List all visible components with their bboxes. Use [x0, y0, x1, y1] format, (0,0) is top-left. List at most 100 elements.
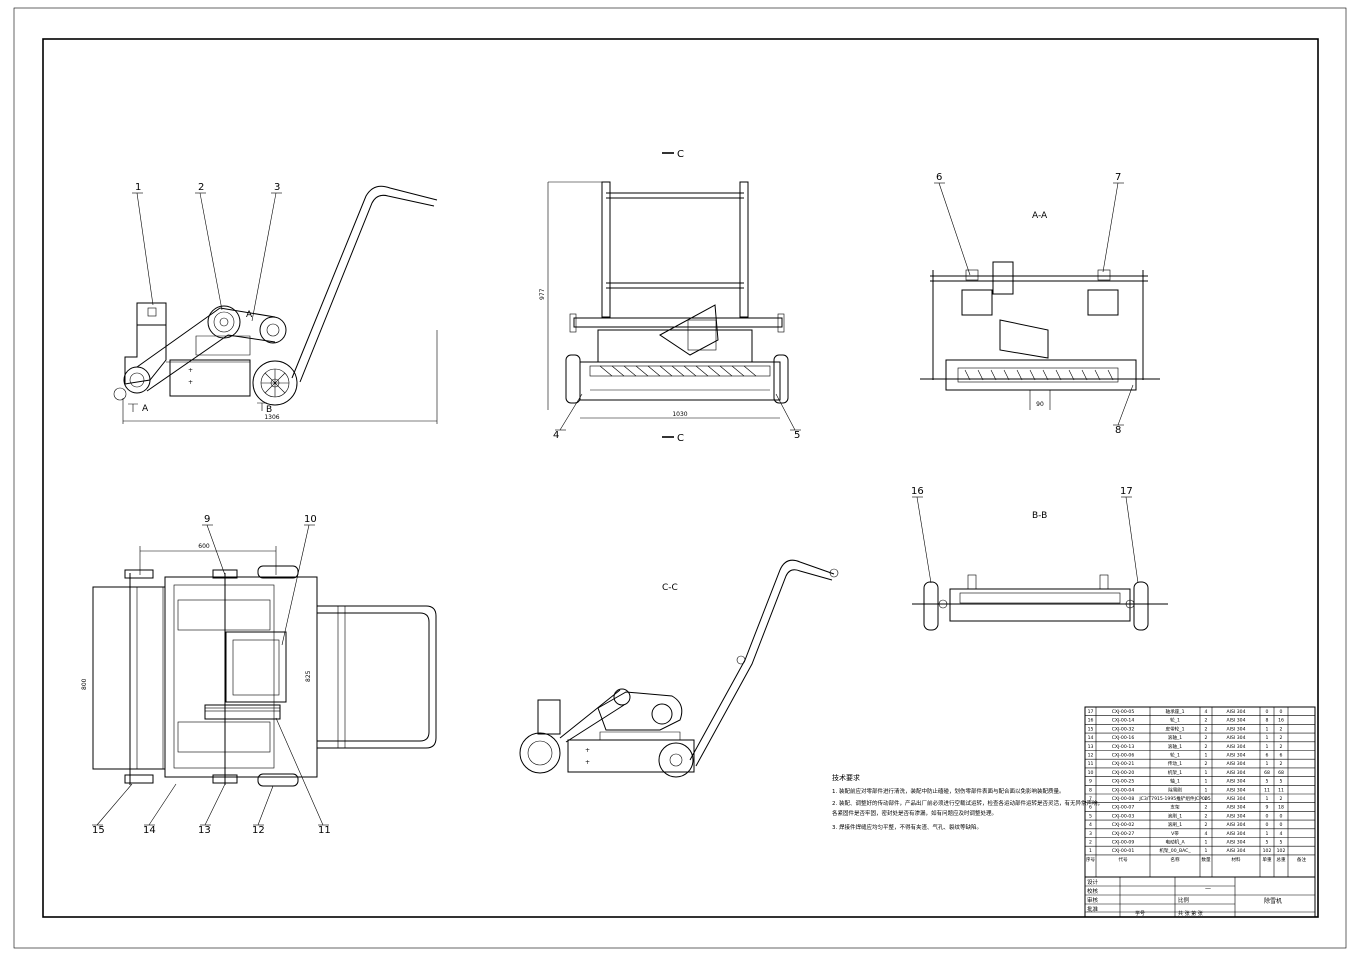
bom-cell: CXJ-00-07: [1112, 805, 1135, 811]
bom-cell: AISI 304: [1227, 805, 1246, 811]
bom-cell: AISI 304: [1227, 718, 1246, 724]
bom-cell: 1: [1205, 840, 1208, 846]
bom-cell: CXJ-00-14: [1112, 718, 1135, 724]
bom-cell: 2: [1205, 744, 1208, 750]
bom-cell: 12: [1088, 753, 1094, 759]
svg-text:设计: 设计: [1087, 878, 1099, 886]
bom-cell: 2: [1205, 726, 1208, 732]
callout-2: 2: [198, 182, 204, 193]
bom-cell: 1: [1266, 744, 1269, 750]
bom-cell: 材料: [1231, 856, 1241, 863]
svg-text:—: —: [1205, 885, 1211, 892]
bom-cell: 7: [1089, 796, 1092, 802]
bom-cell: CXJ-00-06: [1112, 753, 1135, 759]
bom-cell: 11: [1278, 787, 1284, 793]
bom-cell: AISI 304: [1227, 709, 1246, 715]
bom-cell: 2: [1280, 726, 1283, 732]
bom-cell: 数量: [1201, 856, 1211, 863]
bom-cell: 滚刷_1: [1168, 812, 1182, 819]
bom-cell: 机架_00_BAC_: [1159, 847, 1191, 854]
bom-cell: 5: [1266, 840, 1269, 846]
front-brush: [579, 361, 781, 401]
bom-cell: CXJ-00-08: [1112, 796, 1135, 802]
svg-text:比例: 比例: [1178, 896, 1190, 904]
bom-cell: 10: [1088, 770, 1094, 776]
bom-cell: 1: [1266, 796, 1269, 802]
bom-cell: 1: [1266, 761, 1269, 767]
bom-cell: 13: [1088, 744, 1094, 750]
bom-cell: 8: [1266, 718, 1269, 724]
bom-cell: 总重: [1276, 856, 1286, 863]
bom-cell: 代号: [1118, 856, 1128, 863]
svg-text:共 张 第 张: 共 张 第 张: [1178, 910, 1203, 917]
bom-cell: 1: [1266, 726, 1269, 732]
svg-text:A: A: [142, 404, 149, 414]
bom-cell: CXJ-00-25: [1112, 779, 1135, 785]
bom-cell: 轴_1: [1170, 778, 1180, 785]
bom-cell: 2: [1205, 805, 1208, 811]
bom-cell: 68: [1278, 770, 1284, 776]
bom-cell: 14: [1088, 735, 1094, 741]
bom-cell: 4: [1205, 709, 1208, 715]
bom-cell: 0: [1280, 822, 1283, 828]
svg-text:技术要求: 技术要求: [832, 773, 860, 782]
bom-cell: 6: [1280, 753, 1283, 759]
aa-brush: [945, 359, 1137, 391]
bom-cell: 9: [1089, 779, 1092, 785]
callout-15: 15: [92, 825, 105, 836]
svg-text:A: A: [246, 310, 253, 320]
bom-cell: 17: [1088, 709, 1094, 715]
svg-text:除雪机: 除雪机: [1264, 897, 1282, 905]
bom-cell: 轮_1: [1170, 717, 1180, 724]
bom-cell: AISI 304: [1227, 831, 1246, 837]
bom-cell: 1: [1205, 779, 1208, 785]
bom-cell: 除雪刷: [1168, 786, 1182, 793]
svg-text:2. 装配、调整好的传动部件，产品出厂前必须进行空载试运转，: 2. 装配、调整好的传动部件，产品出厂前必须进行空载试运转，检查各运动部件运转是…: [832, 799, 1103, 807]
bom-cell: 4: [1089, 822, 1092, 828]
front-view: 977 1030 C C: [539, 149, 789, 444]
bom-cell: 0: [1266, 822, 1269, 828]
callout-4: 4: [553, 430, 559, 441]
svg-text:批准: 批准: [1087, 905, 1099, 913]
bom-cell: 机架_1: [1168, 769, 1182, 776]
callouts-front: 4 5: [553, 393, 801, 441]
side-brush-roller: [123, 366, 151, 394]
bom-cell: 18: [1278, 805, 1284, 811]
bom-cell: 6: [1089, 805, 1092, 811]
bom-cell: 1: [1266, 831, 1269, 837]
svg-text:C-C: C-C: [662, 583, 678, 593]
bom-cell: 5: [1280, 840, 1283, 846]
bom-cell: 2: [1089, 840, 1092, 846]
bom-cell: 单重: [1262, 856, 1272, 863]
svg-text:各紧固件是否牢固，密封处是否有渗漏，如有问题应及时调整处理。: 各紧固件是否牢固，密封处是否有渗漏，如有问题应及时调整处理。: [832, 809, 997, 817]
svg-text:C: C: [677, 433, 684, 444]
svg-text:3. 焊接件焊缝应均匀平整，不得有夹渣、气孔、裂纹等缺陷。: 3. 焊接件焊缝应均匀平整，不得有夹渣、气孔、裂纹等缺陷。: [832, 823, 982, 831]
bom-cell: AISI 304: [1227, 787, 1246, 793]
callout-10: 10: [304, 514, 317, 525]
bom-cell: 0: [1266, 813, 1269, 819]
bom-cell: 8: [1089, 787, 1092, 793]
callout-9: 9: [204, 514, 210, 525]
bom-cell: AISI 304: [1227, 726, 1246, 732]
bom-cell: 1: [1266, 735, 1269, 741]
section-bb-view: B-B: [912, 511, 1168, 631]
bom-cell: 2: [1205, 822, 1208, 828]
callouts-side: 1 2 3: [132, 182, 282, 322]
callout-3: 3: [274, 182, 280, 193]
svg-text:1030: 1030: [672, 411, 687, 418]
bom-cell: CXJ-00-20: [1112, 770, 1135, 776]
bom-cell: 15: [1088, 726, 1094, 732]
bom-cell: AISI 304: [1227, 796, 1246, 802]
bom-header: 序号代号名称数量材料单重总重备注: [1086, 856, 1307, 863]
bom-cell: 0: [1266, 709, 1269, 715]
callout-5: 5: [794, 430, 800, 441]
inner-border: [42, 38, 1319, 918]
bom-cell: 102: [1263, 848, 1272, 854]
bom-cell: 2: [1205, 813, 1208, 819]
